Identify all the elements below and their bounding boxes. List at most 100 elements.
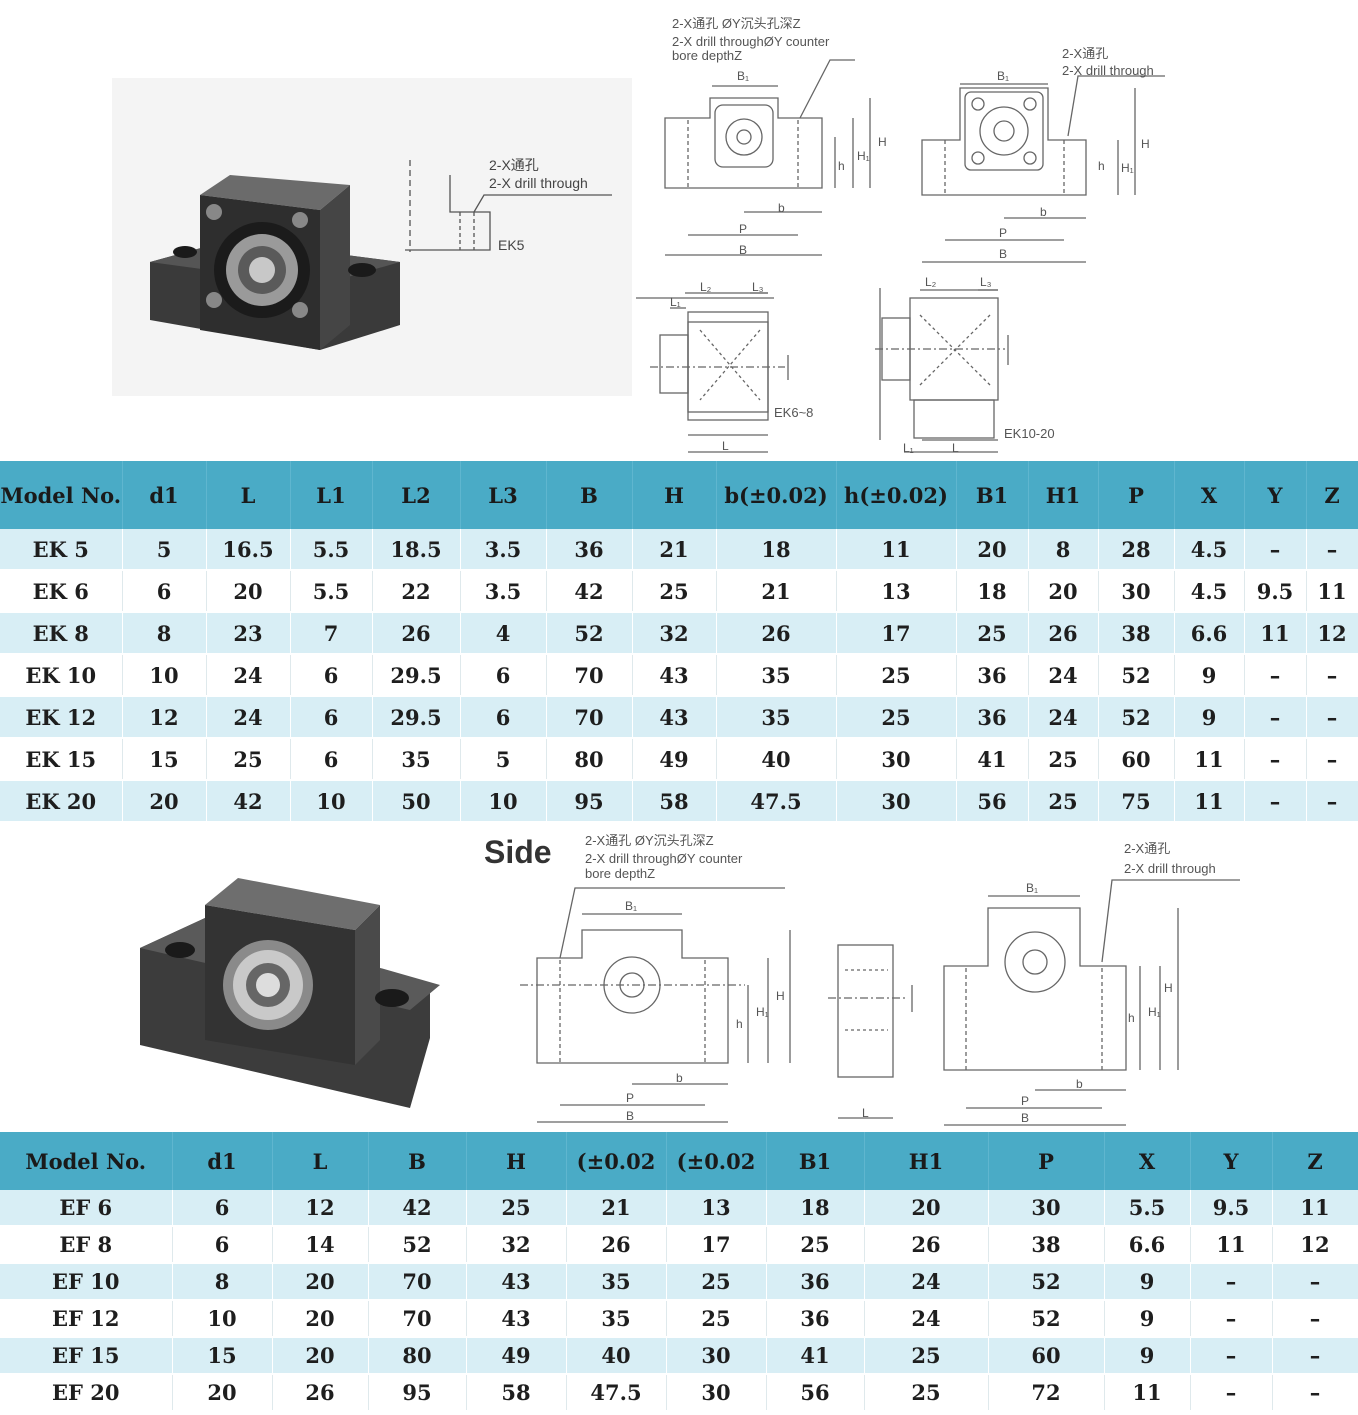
ek-value-cell: – — [1306, 654, 1358, 697]
ek-value-cell: 38 — [1098, 612, 1175, 655]
ek-value-cell: 35 — [372, 738, 461, 781]
dim-H-2: H — [1141, 137, 1150, 151]
dim-L-2: L — [952, 441, 959, 455]
ef-value-cell: 32 — [466, 1226, 567, 1264]
ef-header-cell: Z — [1272, 1132, 1358, 1190]
ek-value-cell: – — [1306, 738, 1358, 781]
ek-value-cell: 29.5 — [372, 696, 461, 739]
ef-value-cell: 5.5 — [1104, 1190, 1191, 1227]
ef-value-cell: 24 — [864, 1263, 989, 1301]
ek68-label: EK6~8 — [774, 405, 813, 420]
ek-header-cell: B1 — [956, 461, 1029, 529]
ef-value-cell: 72 — [988, 1374, 1105, 1412]
ef-model-cell: EF 12 — [0, 1300, 173, 1338]
ek-value-cell: – — [1244, 654, 1307, 697]
ef-header-cell: Model No. — [0, 1132, 173, 1190]
ef-value-cell: 20 — [272, 1300, 369, 1338]
ek-value-cell: 26 — [716, 612, 837, 655]
ef-value-cell: 21 — [566, 1190, 667, 1227]
ef-value-cell: 41 — [766, 1337, 865, 1375]
ek-value-cell: – — [1244, 696, 1307, 739]
dim-B-2: B — [999, 247, 1007, 261]
ef-header-cell: B1 — [766, 1132, 865, 1190]
dim-h-3: h — [736, 1017, 743, 1031]
ef-value-cell: 30 — [988, 1190, 1105, 1227]
ek-value-cell: 8 — [122, 612, 207, 655]
front2-callout-en: 2-X drill through — [1062, 63, 1154, 78]
front2-callout-cn: 2-X通孔 — [1062, 46, 1108, 61]
ef-value-cell: – — [1272, 1300, 1358, 1338]
dim-h-1: h — [838, 159, 845, 173]
ek-value-cell: 26 — [372, 612, 461, 655]
dim-h-4: h — [1128, 1011, 1135, 1025]
ek-value-cell: 11 — [836, 529, 957, 571]
ef-value-cell: – — [1190, 1263, 1273, 1301]
ek-value-cell: 25 — [836, 654, 957, 697]
ek-value-cell: 5 — [460, 738, 547, 781]
ek-header-cell: L — [206, 461, 291, 529]
dim-L1-2: L₁ — [903, 441, 914, 455]
ek-header-cell: L2 — [372, 461, 461, 529]
side-callout-cn: 2-X通孔 ØY沉头孔深Z — [585, 833, 714, 848]
dim-B-3: B — [626, 1109, 634, 1123]
ek-value-cell: 17 — [836, 612, 957, 655]
ek-value-cell: 13 — [836, 570, 957, 613]
ef-value-cell: 6.6 — [1104, 1226, 1191, 1264]
ek-value-cell: – — [1306, 529, 1358, 571]
ek-value-cell: 20 — [122, 780, 207, 823]
ek-value-cell: 47.5 — [716, 780, 837, 823]
ef-model-cell: EF 15 — [0, 1337, 173, 1375]
ek-value-cell: 5.5 — [290, 529, 373, 571]
dim-H1-2: H₁ — [1121, 161, 1134, 175]
ek-value-cell: 10 — [122, 654, 207, 697]
ek-value-cell: 5.5 — [290, 570, 373, 613]
ek-value-cell: 11 — [1174, 738, 1245, 781]
front1-callout-en2: bore depthZ — [672, 48, 742, 63]
ef-value-cell: 36 — [766, 1263, 865, 1301]
ef-front-view-1 — [520, 887, 791, 1123]
ef-value-cell: 80 — [368, 1337, 467, 1375]
ek-value-cell: 35 — [716, 696, 837, 739]
side2-callout-cn: 2-X通孔 — [1124, 841, 1170, 856]
ef-model-cell: EF 6 — [0, 1190, 173, 1227]
ek-value-cell: – — [1244, 529, 1307, 571]
dim-b-4: b — [1076, 1077, 1083, 1091]
dim-b-2: b — [1040, 205, 1047, 219]
ek-value-cell: 18 — [956, 570, 1029, 613]
ek-value-cell: 3.5 — [460, 529, 547, 571]
ek-value-cell: 26 — [1028, 612, 1099, 655]
ek-value-cell: 32 — [632, 612, 717, 655]
ef-value-cell: 60 — [988, 1337, 1105, 1375]
ek-header-cell: H1 — [1028, 461, 1099, 529]
ek-value-cell: 35 — [716, 654, 837, 697]
ef-value-cell: 52 — [988, 1300, 1105, 1338]
ek-value-cell: 20 — [206, 570, 291, 613]
ef-value-cell: 10 — [172, 1300, 273, 1338]
ef-header-cell: X — [1104, 1132, 1191, 1190]
ek-value-cell: 75 — [1098, 780, 1175, 823]
ek-value-cell: 11 — [1244, 612, 1307, 655]
dim-L-1: L — [722, 439, 729, 453]
ef-value-cell: 25 — [666, 1300, 767, 1338]
ek-value-cell: 5 — [122, 529, 207, 571]
ef-value-cell: 43 — [466, 1263, 567, 1301]
ek1020-side-view — [875, 288, 1009, 453]
ek-value-cell: 6 — [122, 570, 207, 613]
ef-value-cell: 15 — [172, 1337, 273, 1375]
dim-b1-3: B₁ — [625, 899, 637, 913]
ek-value-cell: 24 — [206, 654, 291, 697]
ef-value-cell: 25 — [864, 1374, 989, 1412]
ek-value-cell: 52 — [1098, 654, 1175, 697]
ef-value-cell: 26 — [272, 1374, 369, 1412]
ef-value-cell: 49 — [466, 1337, 567, 1375]
ek-value-cell: 29.5 — [372, 654, 461, 697]
ef-value-cell: 43 — [466, 1300, 567, 1338]
ek-model-cell: EK 10 — [0, 654, 123, 697]
ef-value-cell: 24 — [864, 1300, 989, 1338]
ef-value-cell: 56 — [766, 1374, 865, 1412]
